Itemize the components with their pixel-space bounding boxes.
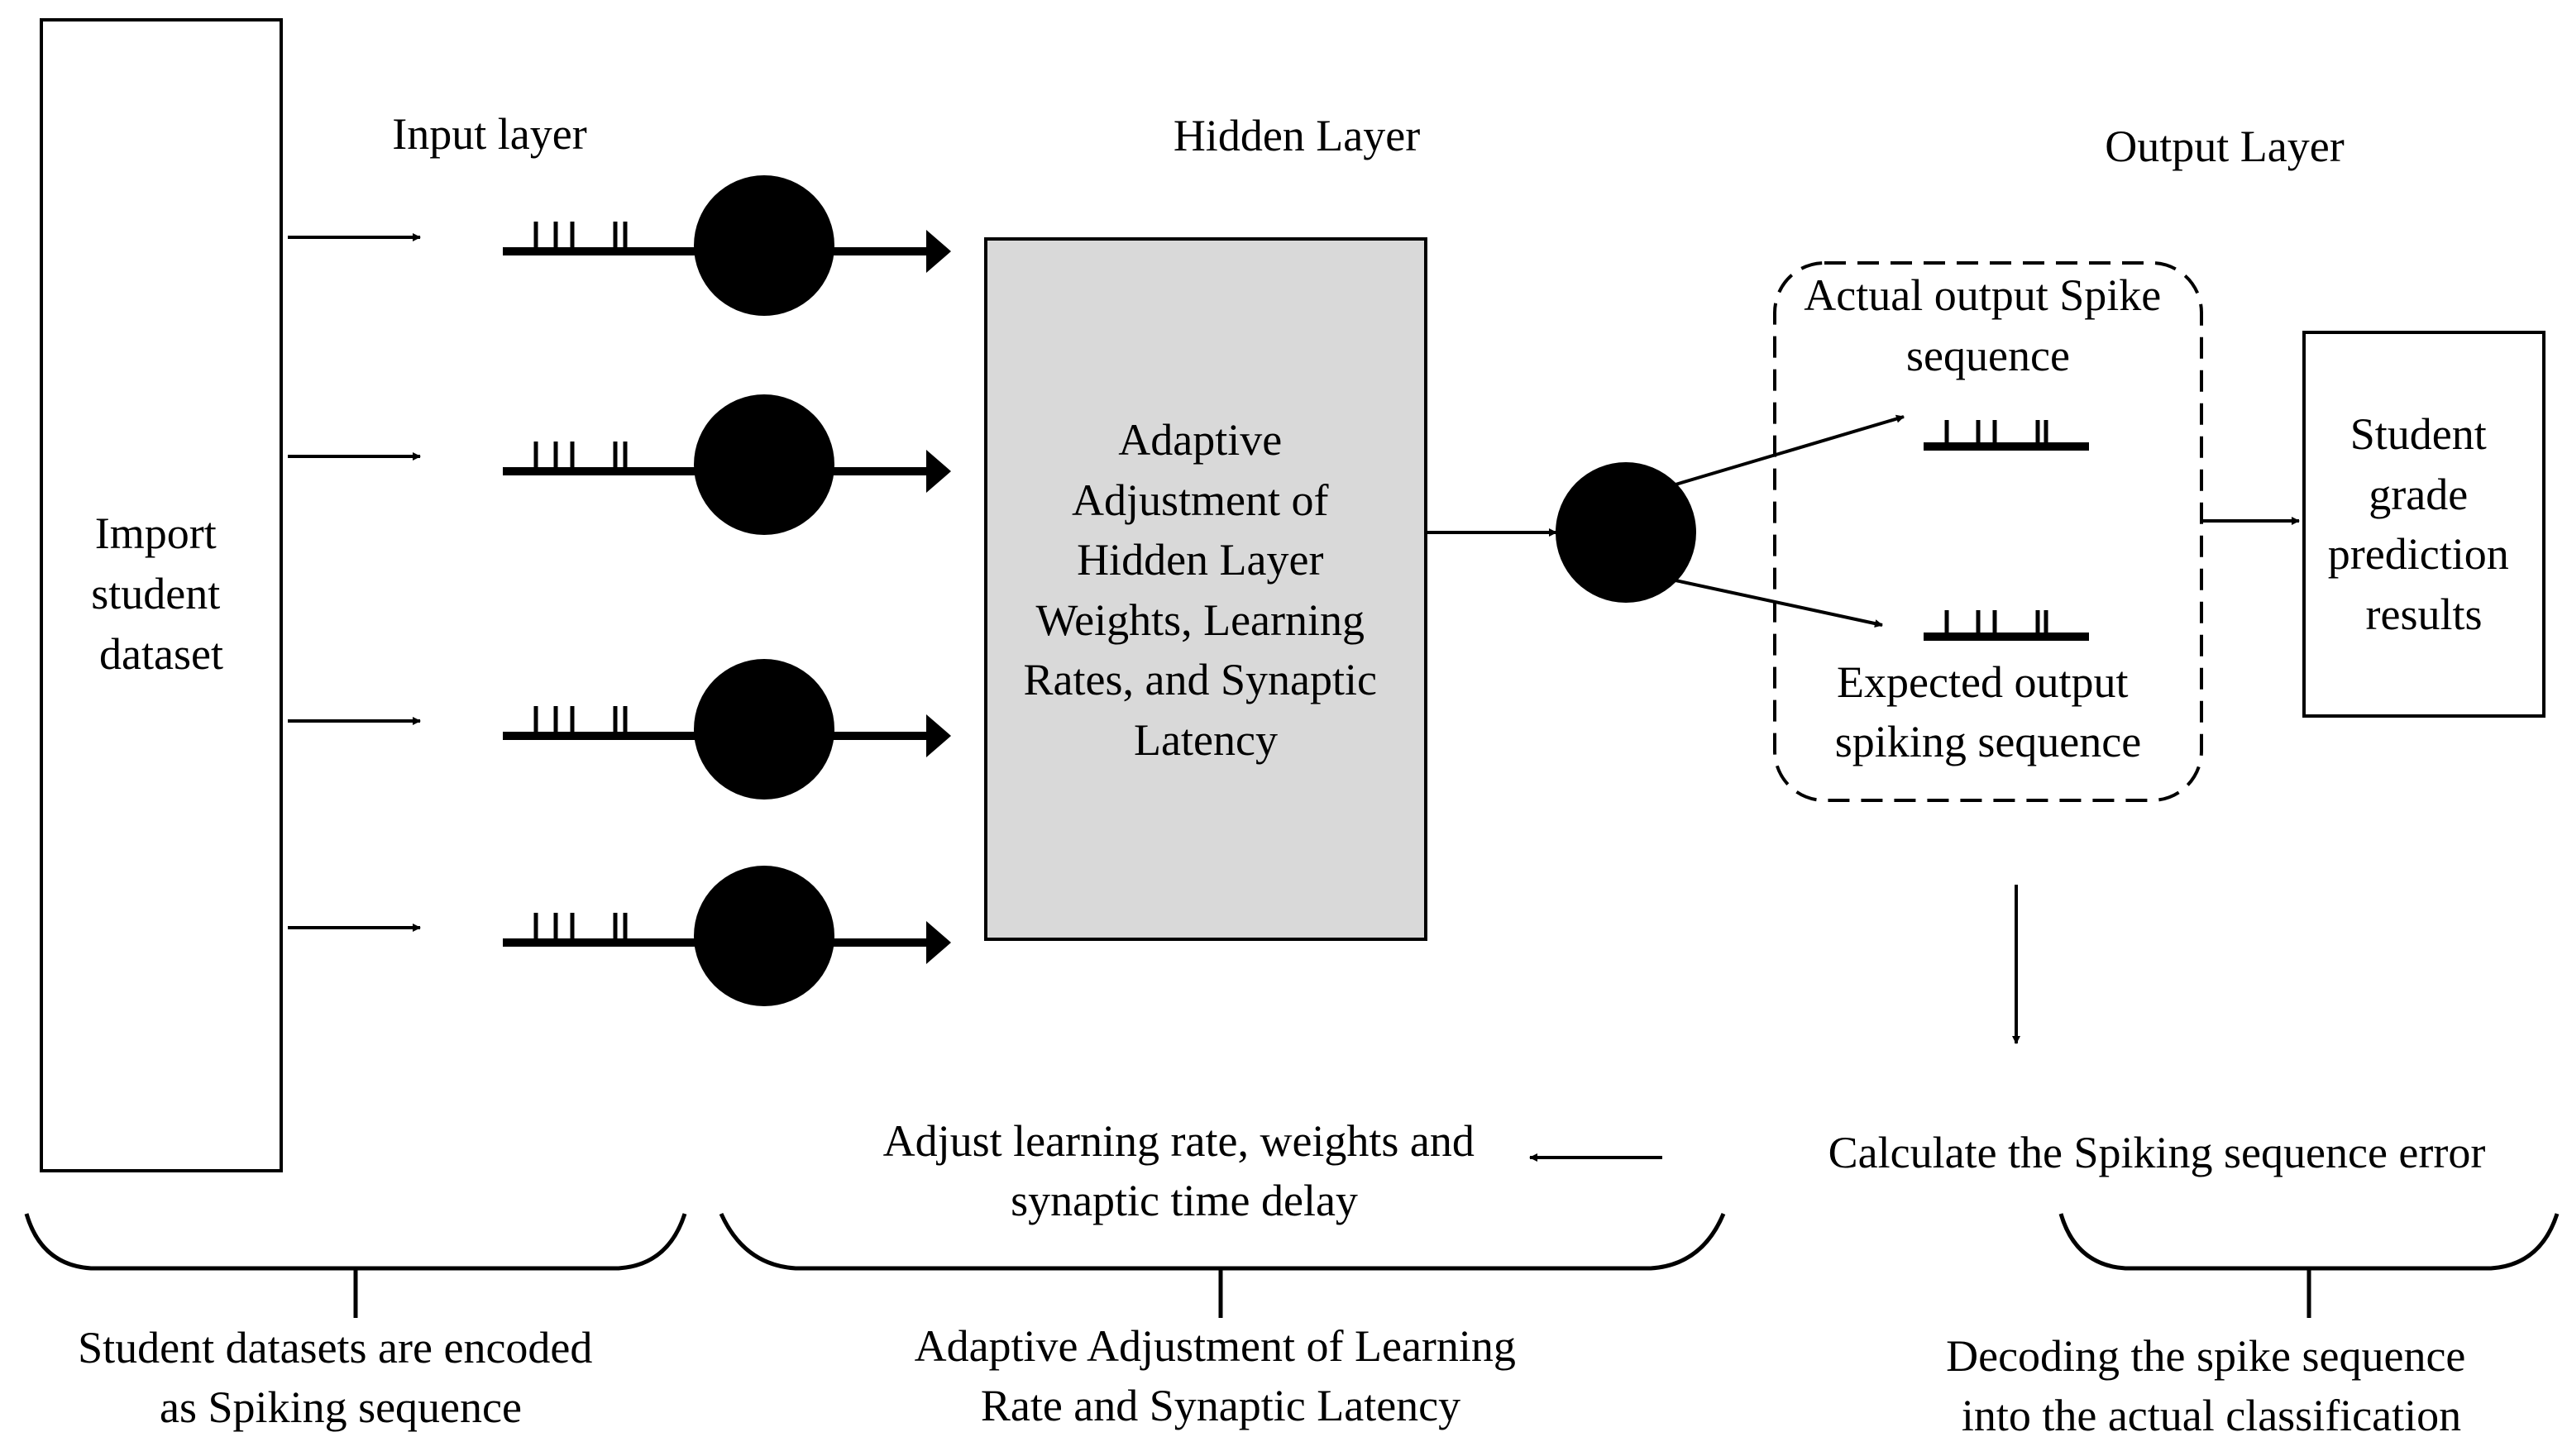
input-neuron xyxy=(694,866,834,1006)
input-layer-label: Input layer xyxy=(392,109,586,159)
brace-encode xyxy=(24,1213,687,1318)
input-neuron xyxy=(694,394,834,535)
output-neuron xyxy=(1556,462,1696,603)
spike-marks xyxy=(533,222,628,251)
hidden-layer-box-text: Adaptive Adjustment of Hidden Layer Weig… xyxy=(1024,415,1389,765)
arrowhead-icon xyxy=(926,714,951,757)
arrowhead-icon xyxy=(926,450,951,493)
expected-spike-train xyxy=(1924,610,2089,641)
hidden-layer-label: Hidden Layer xyxy=(1174,111,1420,160)
adjust-step-label: Adjust learning rate, weights and synapt… xyxy=(883,1116,1486,1225)
input-row-3 xyxy=(288,659,951,800)
input-neuron xyxy=(694,659,834,800)
spike-marks xyxy=(533,706,628,736)
hidden-layer-box xyxy=(984,237,1427,941)
decode-caption: Decoding the spike sequence into the act… xyxy=(1946,1331,2477,1440)
actual-output-arrow xyxy=(1675,414,1905,486)
result-box xyxy=(2302,331,2545,718)
output-layer-label: Output Layer xyxy=(2105,122,2344,171)
brace-adapt xyxy=(719,1212,1726,1318)
expected-output-arrow xyxy=(1675,579,1883,628)
actual-spike-train xyxy=(1924,420,2089,451)
dataset-box xyxy=(40,18,283,1172)
adapt-caption: Adaptive Adjustment of Learning Rate and… xyxy=(915,1321,1527,1430)
actual-output-label: Actual output Spike sequence xyxy=(1804,270,2172,380)
input-neuron xyxy=(694,175,834,316)
input-row-4 xyxy=(288,866,951,1006)
spike-marks xyxy=(533,442,628,471)
result-box-text: Student grade prediction results xyxy=(2328,409,2520,639)
input-row-2 xyxy=(288,394,951,535)
arrowhead-icon xyxy=(926,921,951,964)
input-row-1 xyxy=(288,175,951,316)
error-step-label: Calculate the Spiking sequence error xyxy=(1828,1128,2486,1177)
brace-decode xyxy=(2058,1213,2560,1318)
dataset-box-text: Import student dataset xyxy=(91,508,232,679)
expected-output-label: Expected output spiking sequence xyxy=(1835,657,2141,766)
spike-marks xyxy=(533,913,628,943)
encode-caption: Student datasets are encoded as Spiking … xyxy=(78,1323,604,1432)
arrowhead-icon xyxy=(926,230,951,273)
